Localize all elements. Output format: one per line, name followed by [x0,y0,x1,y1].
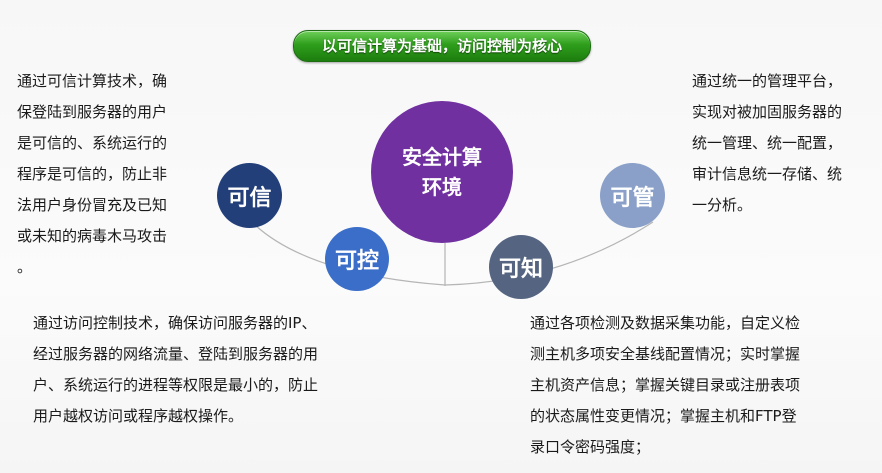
text-line: 主机资产信息；掌握关键目录或注册表项 [530,376,801,394]
text-line: 是可信的、系统运行的 [17,134,168,152]
text-line: 通过访问控制技术，确保访问服务器的IP、 [33,314,317,332]
know-description: 通过各项检测及数据采集功能，自定义检 测主机多项安全基线配置情况；实时掌握 主机… [530,308,860,463]
center-node-secure-computing: 安全计算 环境 [371,101,513,243]
text-line: 经过服务器的网络流量、登陆到服务器的用 [33,345,319,363]
center-label-line1: 安全计算 [402,145,482,169]
title-banner: 以可信计算为基础，访问控制为核心 [293,30,591,62]
text-line: 实现对被加固服务器的 [692,103,843,121]
control-description: 通过访问控制技术，确保访问服务器的IP、 经过服务器的网络流量、登陆到服务器的用… [33,308,383,432]
text-line: 程序是可信的，防止非 [17,165,168,183]
text-line: 的状态属性变更情况；掌握主机和FTP登 [530,407,797,425]
trust-description: 通过可信计算技术，确 保登陆到服务器的用户 是可信的、系统运行的 程序是可信的，… [17,66,217,283]
text-line: 户、系统运行的进程等权限是最小的，防止 [33,376,319,394]
text-line: 或未知的病毒木马攻击 [17,227,168,245]
text-line: 用户越权访问或程序越权操作。 [33,407,244,425]
text-line: 通过可信计算技术，确 [17,72,168,90]
node-know: 可知 [489,235,553,299]
text-line: 录口令密码强度； [530,438,651,456]
text-line: 。 [17,258,33,276]
text-line: 测主机多项安全基线配置情况；实时掌握 [530,345,801,363]
center-label-line2: 环境 [422,175,462,199]
text-line: 审计信息统一存储、统 [692,165,843,183]
text-line: 一分析。 [692,196,753,214]
node-trust: 可信 [217,163,282,228]
text-line: 法用户身份冒充及已知 [17,196,168,214]
node-manage: 可管 [600,163,665,228]
text-line: 通过各项检测及数据采集功能，自定义检 [530,314,801,332]
text-line: 统一管理、统一配置， [692,134,843,152]
text-line: 保登陆到服务器的用户 [17,103,168,121]
text-line: 通过统一的管理平台， [692,72,843,90]
node-control: 可控 [325,227,389,291]
manage-description: 通过统一的管理平台， 实现对被加固服务器的 统一管理、统一配置， 审计信息统一存… [692,66,882,221]
